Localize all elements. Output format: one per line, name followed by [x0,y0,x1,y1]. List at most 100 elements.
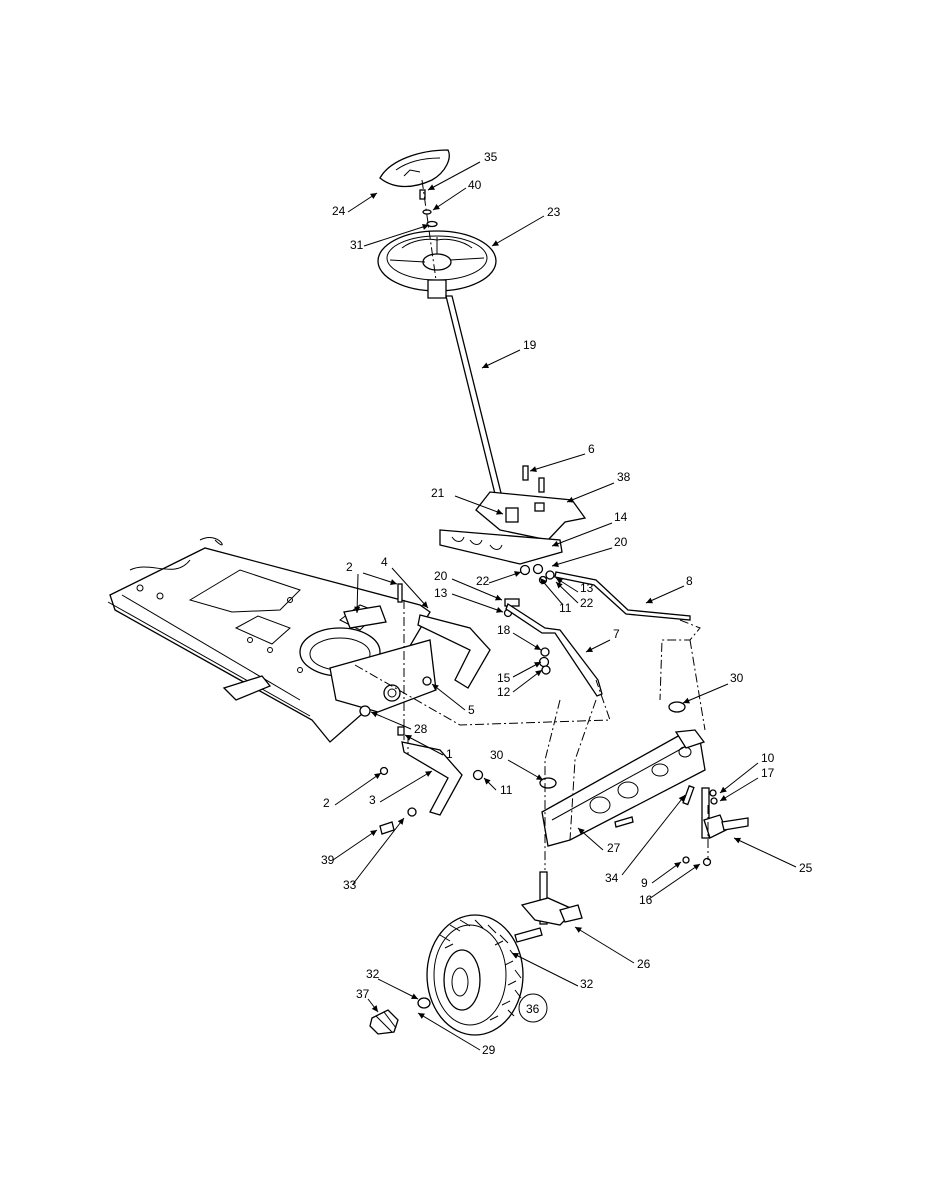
assembly-lines [354,179,709,870]
nut-12 [541,665,551,675]
callout-12: 12 [497,685,511,699]
callout-arrow-head [530,466,537,473]
callout-arrow-head [354,606,361,613]
washer-33 [407,807,417,817]
bolt-6b [538,477,545,493]
front-wheel [426,914,524,1036]
callout-arrow-head [496,508,503,515]
callout-30-upper: 30 [730,671,744,685]
callout-13-left: 13 [434,586,448,600]
bracket-4 [417,614,491,689]
callout-20-left: 20 [434,569,448,583]
callout-25: 25 [799,861,813,875]
callout-arrow-head [683,697,690,704]
callout-arrow-head [484,778,491,785]
callout-9: 9 [641,876,648,890]
callout-27: 27 [607,841,621,855]
callout-arrow-line [454,495,504,515]
washer-10 [709,789,717,797]
callout-21: 21 [431,486,445,500]
callout-24: 24 [332,204,346,218]
right-spindle [701,787,749,839]
callout-arrow-head [534,662,541,668]
cap-screw [419,189,426,200]
front-axle [541,729,706,847]
callout-arrow-line [391,567,429,609]
callout-arrow-head [514,571,521,577]
callout-arrow-head [586,646,593,652]
callout-34: 34 [605,871,619,885]
callout-arrow-head [734,837,741,844]
callout-arrow-line [621,794,686,876]
callout-10: 10 [761,751,775,765]
callout-arrow-head [370,830,377,837]
callout-arrow-head [418,1013,425,1019]
nut-2-lower [379,766,389,776]
nut-22a [519,564,531,576]
callout-arrow-line [719,762,759,794]
callout-32-left: 32 [366,967,380,981]
callout-arrow-line [363,224,430,247]
steering-cap [379,149,450,188]
callout-36-circle [518,993,548,1023]
callout-arrow-line [451,578,503,601]
tie-rod [505,603,603,697]
callout-arrow-head [575,927,582,933]
callout-2-lower: 2 [323,796,330,810]
washer-20a [532,563,544,575]
axle-cap-30b [539,777,557,789]
pivot-pin-34 [682,785,695,806]
callout-22-left: 22 [476,574,490,588]
callout-26: 26 [637,957,651,971]
bushing-28 [359,705,371,717]
callout-arrow-line [529,453,586,472]
callout-arrow-head [390,579,397,585]
callout-arrow-head [535,670,542,677]
callout-arrow-line [356,573,359,614]
callout-20-upper: 20 [614,535,628,549]
callout-3: 3 [369,793,376,807]
callout-arrow-head [567,496,574,503]
callout-arrow-line [733,837,797,868]
callout-22-right: 22 [580,596,594,610]
callout-29: 29 [482,1043,496,1057]
bolt-39 [379,821,395,835]
steering-shaft [445,295,505,507]
callout-15: 15 [497,671,511,685]
callout-arrow-line [566,482,615,503]
callout-arrow-head [411,993,418,999]
callout-arrow-line [334,772,382,806]
callout-18: 18 [497,623,511,637]
bracket-3 [401,741,463,816]
callout-arrow-line [451,593,504,613]
callout-arrow-line [648,863,701,900]
callout-arrow-head [536,774,543,780]
callout-arrow-head [693,864,700,871]
callout-arrow-line [370,711,412,730]
callout-36: 36 [526,1002,540,1016]
callout-arrow-head [421,601,428,608]
callout-arrow-line [719,777,759,802]
callout-arrow-head [422,224,429,230]
callout-39: 39 [321,853,335,867]
callout-arrow-head [556,582,563,589]
nut-13a [545,570,555,580]
callout-arrow-line [431,683,466,711]
callout-6: 6 [588,442,595,456]
steering-wheel [377,230,497,299]
callout-arrow-head [397,818,404,825]
callout-33: 33 [343,878,357,892]
nut-16 [702,857,712,867]
callout-19: 19 [523,338,537,352]
callout-arrow-line [352,817,405,885]
callout-11-lower: 11 [500,783,513,797]
callout-5: 5 [468,703,475,717]
callout-7: 7 [613,627,620,641]
callout-31: 31 [350,238,364,252]
callout-arrow-head [405,735,412,741]
callout-arrow-line [379,770,433,803]
callout-arrow-head [512,953,519,959]
washer-5 [422,676,432,686]
